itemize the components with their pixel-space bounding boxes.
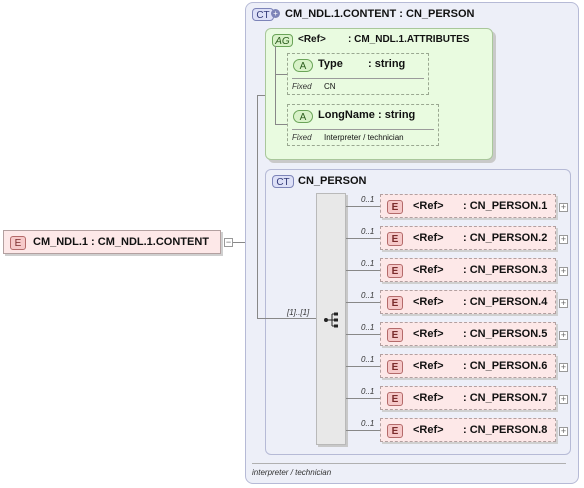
sequence-multiplicity: [1]..[1] xyxy=(287,308,310,317)
element-multiplicity: 0..1 xyxy=(361,387,375,396)
complex-type-title: CN_PERSON xyxy=(298,175,367,187)
element-ref-label: <Ref> xyxy=(413,264,444,276)
expand-toggle[interactable]: + xyxy=(559,202,568,212)
connector xyxy=(346,270,380,271)
element-name: : CN_PERSON.3 xyxy=(463,264,548,276)
connector xyxy=(275,74,287,75)
connector xyxy=(346,430,380,431)
fixed-label: Fixed xyxy=(292,82,312,91)
element-name: : CN_PERSON.8 xyxy=(463,424,548,436)
attribute-name: LongName xyxy=(318,109,375,121)
element-ref-label: <Ref> xyxy=(413,296,444,308)
connector xyxy=(346,334,380,335)
connector xyxy=(257,318,316,319)
element-ref-label: <Ref> xyxy=(413,232,444,244)
connector xyxy=(257,95,266,96)
element-badge: E xyxy=(387,328,403,342)
attribute-group-badge: AG xyxy=(272,34,293,47)
element-name: : CN_PERSON.7 xyxy=(463,392,548,404)
child-element[interactable]: E <Ref> : CN_PERSON.5 xyxy=(380,322,556,346)
child-element[interactable]: E <Ref> : CN_PERSON.2 xyxy=(380,226,556,250)
connector xyxy=(346,206,380,207)
element-badge: E xyxy=(10,236,26,250)
connector xyxy=(275,124,287,125)
expand-toggle[interactable]: + xyxy=(559,234,568,244)
connector xyxy=(275,46,276,124)
attribute-badge: A xyxy=(293,110,313,123)
attribute-longname[interactable]: A LongName : string Fixed Interpreter / … xyxy=(287,104,439,146)
connector xyxy=(346,366,380,367)
element-ref-label: <Ref> xyxy=(413,328,444,340)
element-multiplicity: 0..1 xyxy=(361,355,375,364)
sequence-compositor[interactable] xyxy=(316,193,346,445)
element-multiplicity: 0..1 xyxy=(361,323,375,332)
element-name: : CN_PERSON.6 xyxy=(463,360,548,372)
child-element[interactable]: E <Ref> : CN_PERSON.6 xyxy=(380,354,556,378)
root-element-label: CM_NDL.1 : CM_NDL.1.CONTENT xyxy=(33,236,210,248)
connector xyxy=(257,95,258,318)
expand-toggle[interactable]: + xyxy=(559,362,568,372)
element-badge: E xyxy=(387,360,403,374)
content-type-documentation: interpreter / technician xyxy=(252,468,332,477)
complex-type-badge: CT xyxy=(272,175,294,188)
element-ref-label: <Ref> xyxy=(413,424,444,436)
child-element[interactable]: E <Ref> : CN_PERSON.7 xyxy=(380,386,556,410)
connector xyxy=(346,302,380,303)
attribute-divider xyxy=(292,78,424,79)
expand-toggle[interactable]: + xyxy=(559,266,568,276)
root-collapse-toggle[interactable]: − xyxy=(224,237,233,247)
element-multiplicity: 0..1 xyxy=(361,291,375,300)
element-badge: E xyxy=(387,296,403,310)
element-ref-label: <Ref> xyxy=(413,200,444,212)
element-multiplicity: 0..1 xyxy=(361,195,375,204)
attribute-divider xyxy=(292,129,434,130)
fixed-value: Interpreter / technician xyxy=(324,133,404,142)
expand-icon: + xyxy=(271,9,280,18)
fixed-label: Fixed xyxy=(292,133,312,142)
attribute-type-value: : string xyxy=(378,109,416,121)
element-badge: E xyxy=(387,392,403,406)
element-multiplicity: 0..1 xyxy=(361,227,375,236)
connector xyxy=(346,238,380,239)
element-name: : CN_PERSON.4 xyxy=(463,296,548,308)
attribute-name: Type xyxy=(318,58,343,70)
element-name: : CN_PERSON.2 xyxy=(463,232,548,244)
child-element[interactable]: E <Ref> : CN_PERSON.8 xyxy=(380,418,556,442)
expand-toggle[interactable]: + xyxy=(559,298,568,308)
element-badge: E xyxy=(387,232,403,246)
content-type-title: CM_NDL.1.CONTENT : CN_PERSON xyxy=(285,8,475,20)
element-badge: E xyxy=(387,424,403,438)
element-name: : CN_PERSON.5 xyxy=(463,328,548,340)
attribute-type[interactable]: A Type : string Fixed CN xyxy=(287,53,429,95)
connector xyxy=(346,398,380,399)
fixed-value: CN xyxy=(324,82,336,91)
element-multiplicity: 0..1 xyxy=(361,259,375,268)
attribute-group-ref-label: <Ref> xyxy=(298,34,326,45)
element-multiplicity: 0..1 xyxy=(361,419,375,428)
sequence-icon xyxy=(324,312,338,328)
child-element[interactable]: E <Ref> : CN_PERSON.1 xyxy=(380,194,556,218)
expand-toggle[interactable]: + xyxy=(559,426,568,436)
element-ref-label: <Ref> xyxy=(413,392,444,404)
child-element[interactable]: E <Ref> : CN_PERSON.3 xyxy=(380,258,556,282)
attribute-group-name: : CM_NDL.1.ATTRIBUTES xyxy=(348,34,470,45)
footer-divider xyxy=(252,463,566,464)
element-ref-label: <Ref> xyxy=(413,360,444,372)
connector xyxy=(233,242,245,243)
attribute-type-value: : string xyxy=(368,58,406,70)
root-element[interactable]: E CM_NDL.1 : CM_NDL.1.CONTENT xyxy=(3,230,221,254)
expand-toggle[interactable]: + xyxy=(559,330,568,340)
element-name: : CN_PERSON.1 xyxy=(463,200,548,212)
element-badge: E xyxy=(387,200,403,214)
expand-toggle[interactable]: + xyxy=(559,394,568,404)
child-element[interactable]: E <Ref> : CN_PERSON.4 xyxy=(380,290,556,314)
attribute-badge: A xyxy=(293,59,313,72)
element-badge: E xyxy=(387,264,403,278)
